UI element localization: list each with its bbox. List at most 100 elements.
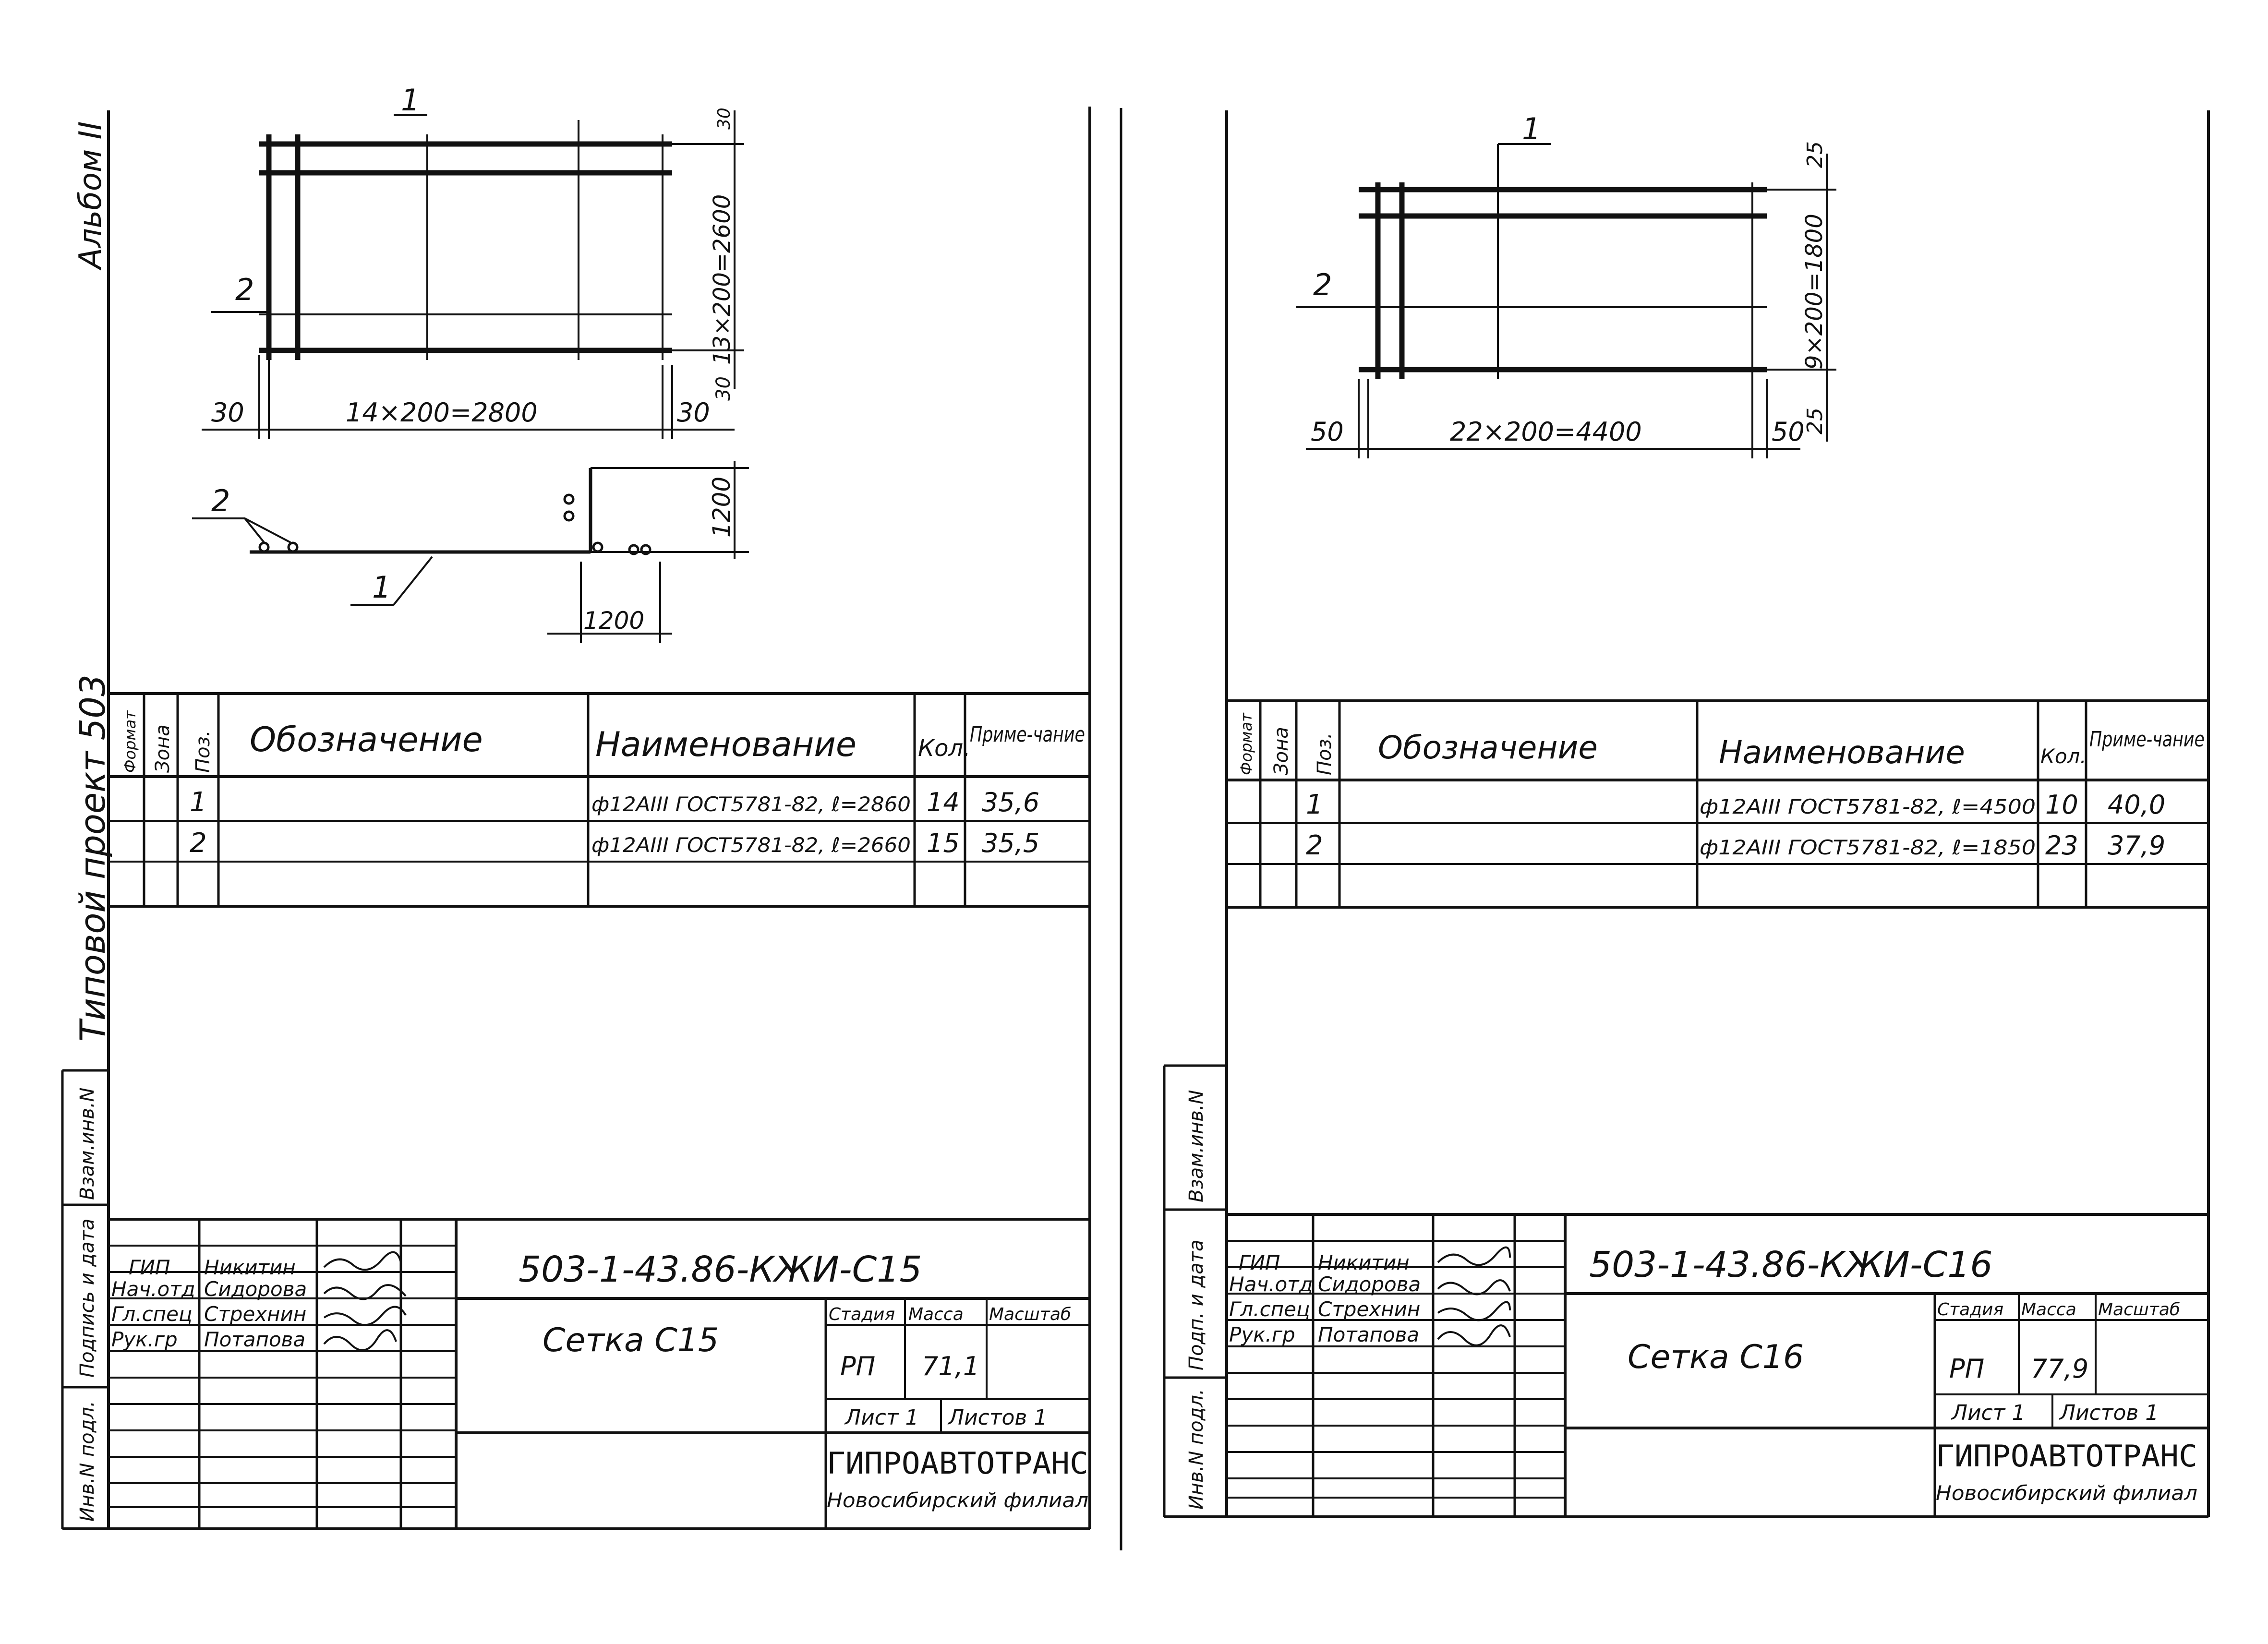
sheet2-row2-name: ф12AIII ГОСТ5781-82, ℓ=1850 (1700, 836, 2036, 859)
sheet1-callout-2: 2 (235, 272, 254, 307)
sheet2-name-1: Никитин (1318, 1251, 1410, 1274)
sheet2-row1-name: ф12AIII ГОСТ5781-82, ℓ=4500 (1700, 795, 2036, 818)
sheet1-stage: РП (840, 1351, 875, 1381)
sheet2-doc-code: 503-1-43.86-КЖИ-С16 (1589, 1244, 1992, 1285)
sheet2-sheet-no: Лист 1 (1951, 1401, 2025, 1425)
sheet2-side-sign: Подп. и дата (1185, 1240, 1207, 1370)
sheet1-role-2: Нач.отд (111, 1277, 195, 1301)
sheet1-signatures (323, 1251, 407, 1351)
sheet2-row1-pos: 1 (1306, 789, 1323, 820)
sheet2-side-replace: Взам.инв.N (1185, 1090, 1207, 1202)
sheet1-name-3: Стрехнин (204, 1302, 306, 1326)
sheet2-name-3: Стрехнин (1318, 1297, 1420, 1321)
sheet1-org: ГИПРОАВТОТРАНС (827, 1446, 1088, 1481)
sheet2-hdr-pos: Поз. (1314, 732, 1336, 775)
sheet2-role-4: Рук.гр (1229, 1323, 1295, 1346)
sheet2-dim-left: 50 (1311, 417, 1344, 447)
sheet2-row2-note: 37,9 (2108, 830, 2165, 861)
sheet1-name-4: Потапова (204, 1328, 305, 1351)
sheet2-callout-1: 1 (1522, 111, 1541, 146)
sheet2-hdr-note: Приме-чание (2089, 727, 2205, 752)
sheet2-stage: РП (1949, 1354, 1984, 1384)
sheet2-hdr-qty: Кол. (2040, 744, 2087, 768)
sheet2-mass: 77,9 (2031, 1354, 2088, 1384)
sheet2-hdr-zone: Зона (1270, 727, 1292, 775)
sheet2-row2-qty: 23 (2045, 830, 2078, 861)
sheet2-row1-note: 40,0 (2108, 790, 2165, 820)
sheet1-mass: 71,1 (922, 1351, 979, 1381)
sheet1-dim-height: 13×200=2600 (709, 194, 736, 365)
sheet1-dim-right: 30 (677, 397, 710, 428)
sheet2-dim-top: 25 (1803, 141, 1827, 168)
sheet2-dim-span: 22×200=4400 (1450, 417, 1642, 447)
sheet1-role-4: Рук.гр (111, 1328, 178, 1351)
sheet2-title: Сетка С16 (1628, 1338, 1804, 1376)
sheet1-hdr-designation: Обозначение (250, 720, 483, 759)
sheet1-row2-note: 35,5 (982, 828, 1039, 858)
sheet1-title: Сетка С15 (543, 1321, 719, 1359)
sheet2-side-inv: Инв.N подл. (1185, 1389, 1207, 1510)
sheet1-section-width: 1200 (583, 607, 644, 635)
sheet2-hdr-designation: Обозначение (1378, 729, 1598, 766)
sheet1-branch: Новосибирский филиал (827, 1488, 1088, 1512)
sheet2-name-2: Сидорова (1318, 1272, 1421, 1296)
sheet1-dim-left: 30 (211, 397, 244, 428)
sheet2-mesh-plan (1296, 143, 1836, 458)
sheet2-signatures (1437, 1246, 1511, 1346)
sheet2-row2-pos: 2 (1306, 830, 1323, 861)
sheet1-section-callout-2: 2 (211, 483, 230, 518)
sheet1-dim-bottom: 30 (712, 376, 735, 401)
sheet1-spec-grid (109, 692, 1090, 908)
sheet1-hdr-zone: Зона (152, 724, 174, 773)
sheet1-row2-name: ф12AIII ГОСТ5781-82, ℓ=2660 (591, 833, 911, 857)
sheet1-hdr-name: Наименование (595, 725, 857, 764)
sheet2-stage-label: Стадия (1937, 1300, 2003, 1320)
sheet1-callout-1: 1 (401, 83, 420, 118)
sheet1-role-1: ГИП (129, 1256, 170, 1279)
sheet1-section-detail (192, 461, 749, 643)
sheet1-side-inv: Инв.N подл. (76, 1401, 98, 1522)
sheet2-title-block-grid (1227, 1213, 2208, 1517)
sheet1-row1-name: ф12AIII ГОСТ5781-82, ℓ=2860 (591, 792, 911, 816)
sheet1-role-3: Гл.спец (111, 1302, 193, 1326)
sheet2-name-4: Потапова (1318, 1323, 1419, 1346)
sheet-c15: Инв.N подл. Подпись и дата Взам.инв.N Ти… (61, 83, 1091, 1530)
sheet2-dim-right: 50 (1772, 417, 1805, 447)
sheet1-hdr-pos: Поз. (192, 730, 214, 773)
sheet2-org: ГИПРОАВТОТРАНС (1936, 1439, 2197, 1474)
sheet2-mass-label: Масса (2021, 1300, 2076, 1320)
sheet2-hdr-format: Формат (1237, 712, 1255, 775)
sheet-c16: Инв.N подл. Подп. и дата Взам.инв.N 1 2 (1163, 110, 2210, 1518)
sheet1-row1-qty: 14 (927, 787, 960, 817)
sheet2-branch: Новосибирский филиал (1936, 1481, 2197, 1505)
sheet1-sheet-no: Лист 1 (844, 1405, 918, 1430)
sheet1-sheets-total: Листов 1 (947, 1405, 1047, 1430)
sheet2-role-1: ГИП (1239, 1251, 1280, 1274)
sheet1-stage-label: Стадия (829, 1305, 895, 1324)
sheet1-album-label: Альбом II (73, 121, 109, 271)
sheet1-dim-top: 30 (714, 108, 734, 130)
sheet1-name-2: Сидорова (204, 1277, 307, 1301)
sheet1-mesh-plan (202, 110, 744, 439)
sheet1-hdr-note: Приме-чание (970, 722, 1085, 747)
sheet1-side-replace: Взам.инв.N (76, 1088, 98, 1200)
sheet1-project-label: Типовой проект 503 (72, 674, 113, 1042)
sheet2-sheets-total: Листов 1 (2059, 1401, 2159, 1425)
sheet1-section-height: 1200 (708, 477, 736, 538)
sheet2-role-2: Нач.отд (1229, 1272, 1313, 1296)
sheet1-mass-label: Масса (908, 1305, 964, 1324)
sheet1-row2-pos: 2 (190, 828, 207, 859)
sheet2-row1-qty: 10 (2045, 790, 2078, 820)
sheet2-spec-grid (1227, 699, 2208, 909)
sheet2-scale-label: Масштаб (2098, 1300, 2180, 1320)
sheet1-doc-code: 503-1-43.86-КЖИ-С15 (519, 1249, 922, 1290)
sheet2-hdr-name: Наименование (1719, 734, 1965, 771)
sheet1-row2-qty: 15 (927, 828, 960, 858)
sheet1-name-1: Никитин (204, 1256, 296, 1279)
sheet2-dim-bottom: 25 (1803, 408, 1827, 434)
sheet1-scale-label: Масштаб (989, 1305, 1071, 1324)
sheet2-dim-height: 9×200=1800 (1801, 214, 1828, 370)
sheet2-callout-2: 2 (1313, 267, 1332, 302)
sheet1-hdr-qty: Кол. (918, 735, 970, 762)
